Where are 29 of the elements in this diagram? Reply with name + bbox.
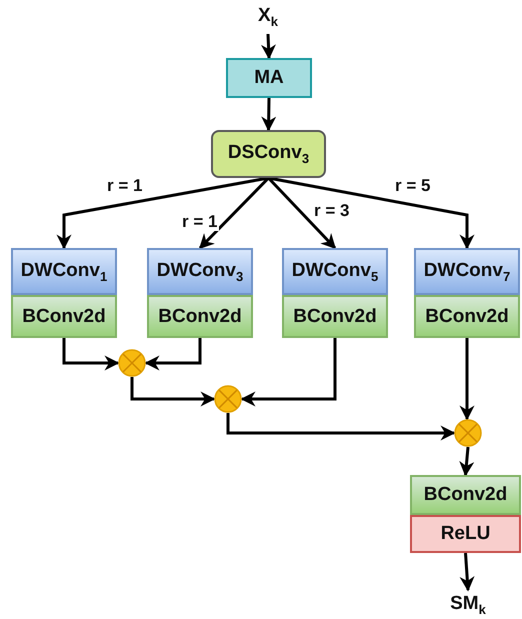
label-text: X$_{k}$ [258,5,278,29]
process-box: BConv2d [147,295,253,338]
arrow [56,176,269,250]
process-box: DWConv$_{5}$ [282,248,388,295]
arrow [260,34,276,60]
arrow [460,338,474,420]
process-box: DWConv$_{7}$ [414,248,520,295]
arrow [460,552,475,592]
arrow [62,338,120,370]
process-box: ReLU [410,515,521,553]
process-box: DWConv$_{1}$ [11,248,117,295]
edge-label: r = 1 [180,213,220,231]
process-box: DWConv$_{3}$ [147,248,253,295]
process-box: BConv2d [11,295,117,338]
label-text: SM$_{k}$ [450,593,486,617]
arrow [198,176,270,250]
arrow [144,338,202,370]
arrow [267,176,336,250]
arrow [226,413,456,440]
arrow [459,446,474,476]
arrow [240,338,336,406]
arrow [261,98,276,132]
process-box: BConv2d [410,475,521,515]
process-box: MA [226,58,312,98]
process-box: BConv2d [282,295,388,338]
arrow [130,377,216,406]
arrow [268,176,474,250]
process-box: BConv2d [414,295,520,338]
process-box: DSConv$_{3}$ [211,130,326,178]
